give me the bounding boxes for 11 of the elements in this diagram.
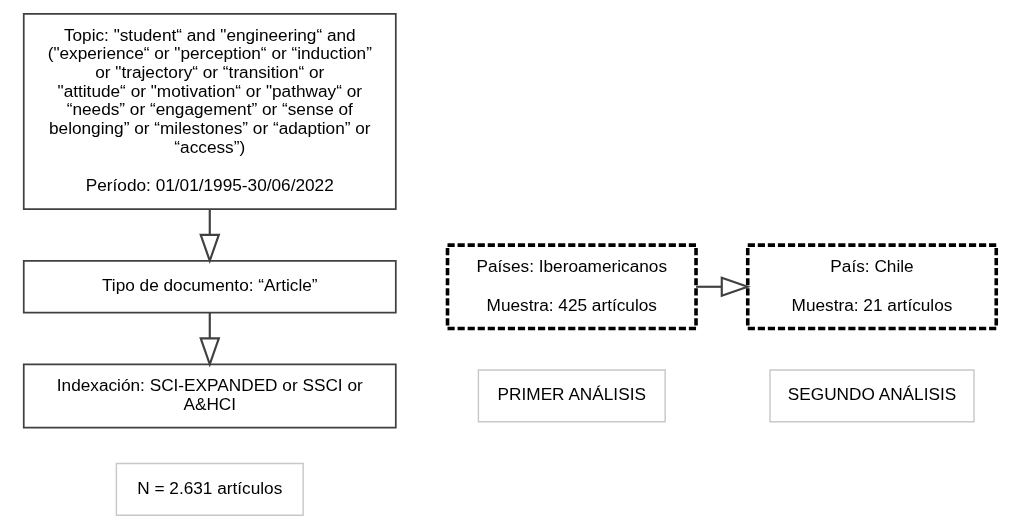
node-box: Países: Iberoamericanos Muestra: 425 artículos bbox=[445, 243, 698, 331]
node-box: PRIMER ANÁLISIS bbox=[477, 369, 666, 423]
node-box: Indexación: SCI-EXPANDED or SSCI or A&HCI bbox=[22, 363, 397, 429]
arrow bbox=[198, 312, 220, 368]
node-box: SEGUNDO ANÁLISIS bbox=[768, 369, 975, 423]
node-box: N = 2.631 artículos bbox=[115, 462, 304, 516]
node-box: Tipo de documento: “Article” bbox=[22, 260, 397, 314]
arrow bbox=[198, 209, 220, 264]
node-box: País: Chile Muestra: 21 artículos bbox=[745, 243, 998, 331]
arrow bbox=[695, 276, 751, 298]
node-box: Topic: "student“ and "engineering“ and ("experience“ or "perception“ or “induction” or "trajectory“ or “transition“ or "attitude“ or "motivation“ or "pathway“ or “needs” or “engagement” or “sense of belonging” or “milestones” or “adaption” or “access”) Período: 01/01/1995-30/06/2022 bbox=[22, 12, 397, 211]
